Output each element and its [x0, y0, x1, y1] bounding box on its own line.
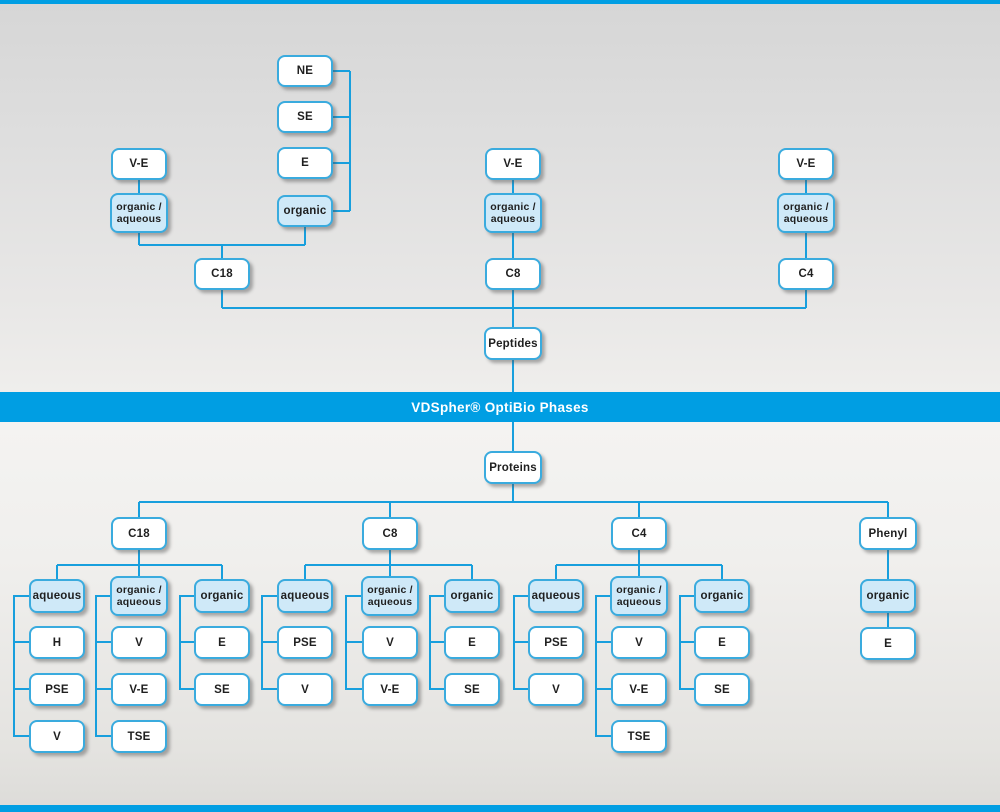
node-c4-oa-tse: TSE	[611, 720, 667, 753]
node-c8-org-se: SE	[444, 673, 500, 706]
node-c18-oa-v: V	[111, 626, 167, 659]
node-ve-left: V-E	[111, 148, 167, 180]
title-banner: VDSpher® OptiBio Phases	[0, 392, 1000, 422]
node-orgaq-mid: organic / aqueous	[484, 193, 542, 233]
node-c18-org-se: SE	[194, 673, 250, 706]
node-organic-top: organic	[277, 195, 333, 227]
node-phenyl-organic: organic	[860, 579, 916, 613]
node-orgaq-left: organic / aqueous	[110, 193, 168, 233]
node-c8-aq-pse: PSE	[277, 626, 333, 659]
node-e-top: E	[277, 147, 333, 179]
node-phenyl: Phenyl	[859, 517, 917, 550]
node-c8-org-e: E	[444, 626, 500, 659]
node-c8-aq-v: V	[277, 673, 333, 706]
node-c8-peptides: C8	[485, 258, 541, 290]
node-c18-aq-v: V	[29, 720, 85, 753]
node-c8-organic: organic	[444, 579, 500, 613]
node-se: SE	[277, 101, 333, 133]
node-c4-org-e: E	[694, 626, 750, 659]
node-c4-peptides: C4	[778, 258, 834, 290]
node-c18-peptides: C18	[194, 258, 250, 290]
node-c4-oa-ve: V-E	[611, 673, 667, 706]
node-c8-orgaq: organic / aqueous	[361, 576, 419, 616]
node-orgaq-right: organic / aqueous	[777, 193, 835, 233]
node-c4-org-se: SE	[694, 673, 750, 706]
node-c4: C4	[611, 517, 667, 550]
node-c4-aq-pse: PSE	[528, 626, 584, 659]
node-c4-organic: organic	[694, 579, 750, 613]
connector	[13, 595, 29, 737]
node-c18-organic: organic	[194, 579, 250, 613]
node-c8: C8	[362, 517, 418, 550]
banner-title: VDSpher® OptiBio Phases	[411, 399, 589, 415]
node-c4-aq-v: V	[528, 673, 584, 706]
node-phenyl-org-e: E	[860, 627, 916, 660]
node-c4-orgaq: organic / aqueous	[610, 576, 668, 616]
node-c18-oa-tse: TSE	[111, 720, 167, 753]
node-c18-orgaq: organic / aqueous	[110, 576, 168, 616]
connector	[95, 595, 111, 737]
node-c18-aqueous: aqueous	[29, 579, 85, 613]
node-c18-aq-h: H	[29, 626, 85, 659]
node-c4-oa-v: V	[611, 626, 667, 659]
node-c4-aqueous: aqueous	[528, 579, 584, 613]
node-c8-oa-v: V	[362, 626, 418, 659]
top-border-bar	[0, 0, 1000, 4]
node-peptides: Peptides	[484, 327, 542, 360]
bottom-border-bar	[0, 805, 1000, 812]
node-ne: NE	[277, 55, 333, 87]
node-c18: C18	[111, 517, 167, 550]
node-c8-aqueous: aqueous	[277, 579, 333, 613]
node-c18-aq-pse: PSE	[29, 673, 85, 706]
node-ve-mid: V-E	[485, 148, 541, 180]
node-c18-oa-ve: V-E	[111, 673, 167, 706]
connector	[595, 595, 611, 737]
node-proteins: Proteins	[484, 451, 542, 484]
node-ve-right: V-E	[778, 148, 834, 180]
node-c8-oa-ve: V-E	[362, 673, 418, 706]
node-c18-org-e: E	[194, 626, 250, 659]
